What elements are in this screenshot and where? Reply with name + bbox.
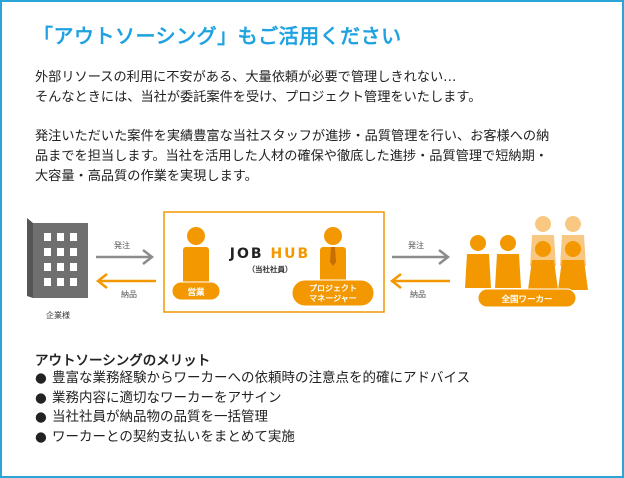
order-label-right: 発注 <box>408 240 424 250</box>
description-line: 発注いただいた案件を実績豊富な当社スタッフが進捗・品質管理を行い、お客様への納 <box>35 129 550 144</box>
merit-item: ● 業務内容に適切なワーカーをアサイン <box>35 389 470 409</box>
bullet-icon: ● <box>35 428 47 445</box>
workers-label: 全国ワーカー <box>500 294 552 305</box>
workers-group-icon <box>465 216 588 290</box>
bullet-icon: ● <box>35 409 47 425</box>
intro-paragraph: 外部リソースの利用に不安がある、大量依頼が必要で管理しきれない… そんなときには… <box>35 68 481 108</box>
merits-list: ● 豊富な業務経験からワーカーへの依頼時の注意点を的確にアドバイス ● 業務内容に適… <box>35 369 470 447</box>
description-line: 大容量・高品質の作業を実現します。 <box>35 169 258 184</box>
merit-text: 当社社員が納品物の品質を一括管理 <box>52 409 268 425</box>
bullet-icon: ● <box>35 389 47 406</box>
company-logo: JOB HUB <box>229 246 310 262</box>
sales-person-icon <box>183 227 209 285</box>
logo-text-accent: HUB <box>270 246 310 262</box>
merit-item: ● 当社社員が納品物の品質を一括管理 <box>35 408 470 428</box>
delivery-label-right: 納品 <box>410 289 426 299</box>
pm-label-line2: マネージャー <box>309 293 356 303</box>
pm-label-line1: プロジェクト <box>309 283 357 293</box>
order-arrow-right <box>392 249 451 265</box>
description-line: 品までを担当します。当社を活用した人材の確保や徹底した進捗・品質管理で短納期・ <box>35 149 548 164</box>
building-icon <box>27 218 88 298</box>
intro-line: そんなときには、当社が委託案件を受け、プロジェクト管理をいたします。 <box>35 90 482 105</box>
intro-line: 外部リソースの利用に不安がある、大量依頼が必要で管理しきれない… <box>35 70 457 85</box>
delivery-arrow-left <box>95 273 156 289</box>
merit-text: 業務内容に適切なワーカーをアサイン <box>52 389 282 406</box>
merit-text: ワーカーとの契約支払いをまとめて実施 <box>52 428 295 445</box>
merits-heading: アウトソーシングのメリット <box>35 353 211 369</box>
order-label-left: 発注 <box>114 240 130 250</box>
delivery-arrow-right <box>389 273 450 289</box>
merit-item: ● ワーカーとの契約支払いをまとめて実施 <box>35 428 470 448</box>
page-title: 「アウトソーシング」もご活用ください <box>33 24 402 48</box>
project-manager-icon <box>320 227 346 285</box>
order-arrow-left <box>96 249 155 265</box>
merit-text: 豊富な業務経験からワーカーへの依頼時の注意点を的確にアドバイス <box>52 370 471 386</box>
bullet-icon: ● <box>35 370 47 386</box>
logo-text: JOB <box>229 246 264 262</box>
description-paragraph: 発注いただいた案件を実績豊富な当社スタッフが進捗・品質管理を行い、お客様への納 … <box>35 127 549 187</box>
outsourcing-flow-diagram: 企業様 発注 納品 営業 JOB HUB （当社社員） <box>0 200 624 330</box>
sales-label: 営業 <box>187 287 205 298</box>
client-label: 企業様 <box>46 310 70 320</box>
logo-sub-label: （当社社員） <box>248 264 293 274</box>
delivery-label-left: 納品 <box>121 289 137 299</box>
merit-item: ● 豊富な業務経験からワーカーへの依頼時の注意点を的確にアドバイス <box>35 369 470 389</box>
